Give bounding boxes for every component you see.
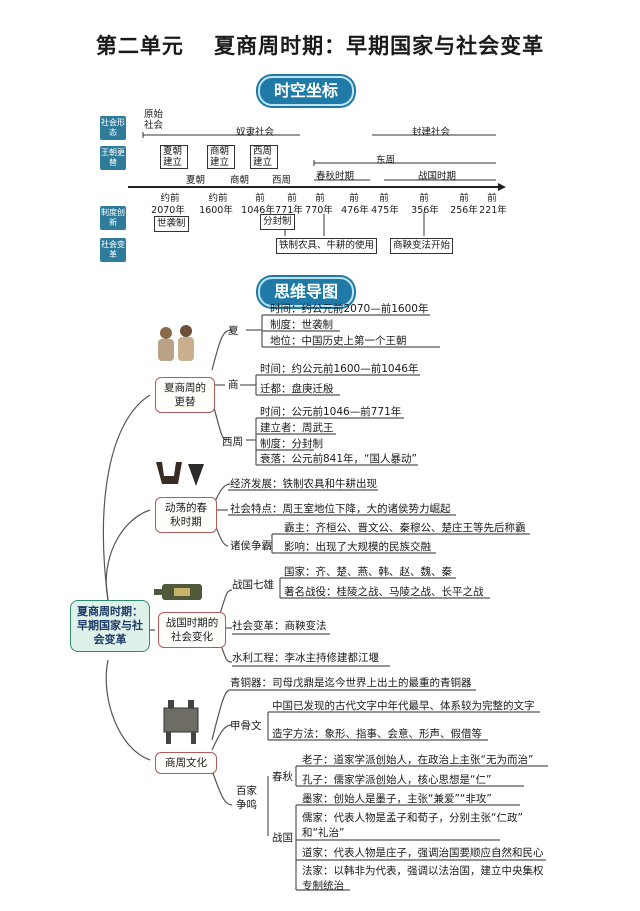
page-title: 第二单元 夏商周时期：早期国家与社会变革 — [95, 34, 545, 58]
branch-node-chunqiu: 动荡的春秋时期 — [155, 497, 217, 533]
leaf-text: 制度：世袭制 — [270, 319, 333, 331]
sub-xia: 夏 — [228, 325, 239, 337]
row-label-change: 社会变革 — [100, 238, 126, 262]
tick-year: 770年 — [305, 205, 333, 216]
tick-year: 356年 — [411, 205, 439, 216]
tools-icon — [152, 458, 208, 488]
tick-top: 约前 — [208, 193, 228, 204]
leaf-text: 衰落：公元前841年，“国人暴动” — [260, 453, 417, 465]
system-shixi: 世袭制 — [154, 216, 189, 232]
leaf-text: 时间：约公元前1600—前1046年 — [260, 363, 419, 375]
sub-baijia: 百家争鸣 — [236, 785, 257, 811]
branch-node-culture: 商周文化 — [155, 752, 217, 774]
leaf-text: 孔子：儒家学派创始人，核心思想是“仁” — [302, 774, 492, 786]
leaf-text: 制度：分封制 — [260, 438, 323, 450]
section-title-mindmap: 思维导图 — [258, 277, 355, 307]
leaf-text: 中国已发现的古代文字中年代最早、体系较为完整的文字 — [272, 700, 535, 712]
leaf-text: 建立者：周武王 — [260, 422, 334, 434]
tick-year: 475年 — [371, 205, 399, 216]
tick-top: 前 — [487, 193, 497, 204]
period-chunqiu: 春秋时期 — [316, 171, 355, 182]
sub-jiaguwen: 甲骨文 — [230, 720, 262, 732]
leaf-text: 儒家：代表人物是孟子和荀子，分别主张“仁政” — [302, 812, 523, 824]
tick-top: 前 — [315, 193, 325, 204]
tick-year: 771年 — [275, 205, 303, 216]
leaf-text: 老子：道家学派创始人，在政治上主张“无为而治” — [302, 754, 534, 766]
leaf-text: 道家：代表人物是庄子，强调治国要顺应自然和民心 — [302, 847, 544, 859]
leaf-text: 社会特点：周王室地位下降，大的诸侯势力崛起 — [230, 503, 451, 515]
change-tieqi: 铁制农具、牛耕的使用 — [276, 238, 378, 254]
leaf-text: 经济发展：铁制农具和牛耕出现 — [230, 478, 377, 490]
leaf-text: 法家：以韩非为代表，强调以法治国，建立中央集权 — [302, 865, 544, 877]
period-zhanguo: 战国时期 — [418, 171, 457, 182]
leaf-text: 和“礼治” — [302, 827, 345, 839]
tick-year: 256年 — [450, 205, 478, 216]
sub-chunqiu: 春秋 — [272, 771, 293, 783]
leaf-text: 青铜器：司母戊鼎是迄今世界上出土的最重的青铜器 — [230, 677, 472, 689]
section-title-timeline: 时空坐标 — [258, 76, 355, 106]
change-shangyang: 商鞅变法开始 — [390, 238, 454, 254]
tick-year: 2070年 — [151, 205, 185, 216]
leaf-text: 影响：出现了大规模的民族交融 — [284, 541, 431, 553]
row-label-social: 社会形态 — [100, 116, 126, 140]
branch-node-zhanguo: 战国时期的社会变化 — [158, 612, 226, 648]
dynasty-shang: 商朝 — [230, 175, 250, 186]
leaf-text: 造字方法：象形、指事、会意、形声、假借等 — [272, 728, 482, 740]
leaf-text: 墨家：创始人是墨子，主张“兼爱”“非攻” — [302, 793, 492, 805]
tick-top: 约前 — [160, 193, 180, 204]
sub-shang: 商 — [228, 379, 239, 391]
tick-year: 221年 — [479, 205, 507, 216]
shang-founded-box: 商朝建立 — [207, 145, 235, 169]
tick-top: 前 — [459, 193, 469, 204]
leaf-text: 著名战役：桂陵之战、马陵之战、长平之战 — [284, 586, 484, 598]
leaf-text: 时间：约公元前2070—前1600年 — [270, 303, 429, 315]
leaf-text: 迁都：盘庚迁殷 — [260, 383, 334, 395]
leaf-text: 地位：中国历史上第一个王朝 — [270, 335, 407, 347]
ding-vessel-icon — [160, 700, 202, 746]
tick-top: 前 — [287, 193, 297, 204]
leaf-text: 霸主：齐桓公、晋文公、秦穆公、楚庄王等先后称霸 — [284, 522, 526, 534]
tick-year: 476年 — [341, 205, 369, 216]
sub-zhanguo: 战国 — [272, 832, 293, 844]
leaf-text: 国家：齐、楚、燕、韩、赵、魏、秦 — [284, 566, 452, 578]
system-fenfeng: 分封制 — [260, 214, 295, 230]
row-label-dynasty: 王朝更替 — [100, 146, 126, 170]
sub-zhuhou: 诸侯争霸 — [230, 540, 272, 552]
tick-top: 前 — [379, 193, 389, 204]
leaf-text: 时间：公元前1046—前771年 — [260, 406, 402, 418]
society-slave: 奴隶社会 — [236, 127, 275, 138]
xia-founded-box: 夏朝建立 — [160, 145, 188, 169]
sub-qixiong: 战国七雄 — [232, 579, 274, 591]
row-label-system: 制度创新 — [100, 206, 126, 230]
mindmap-center-node: 夏商周时期：早期国家与社会变革 — [70, 600, 150, 652]
leaf-text: 专制统治 — [302, 880, 344, 892]
dynasty-xizhou: 西周 — [272, 175, 292, 186]
figurines-icon — [152, 323, 200, 363]
society-feudal: 封建社会 — [412, 127, 451, 138]
zhou-founded-box: 西周建立 — [250, 145, 278, 169]
tick-year: 1600年 — [199, 205, 233, 216]
society-primitive: 原始社会 — [144, 109, 164, 131]
tick-year: 1046年 — [241, 205, 275, 216]
tick-top: 前 — [419, 193, 429, 204]
tick-top: 前 — [255, 193, 265, 204]
dynasty-dongzhou: 东周 — [376, 155, 396, 166]
leaf-text: 社会变革：商鞅变法 — [232, 620, 327, 632]
leaf-text: 水利工程：李冰主持修建都江堰 — [232, 652, 379, 664]
sub-xizhou: 西周 — [222, 436, 243, 448]
bronze-artifact-icon — [152, 580, 206, 604]
branch-node-dynasties: 夏商周的更替 — [155, 377, 215, 413]
dynasty-xia: 夏朝 — [186, 175, 206, 186]
tick-top: 前 — [349, 193, 359, 204]
